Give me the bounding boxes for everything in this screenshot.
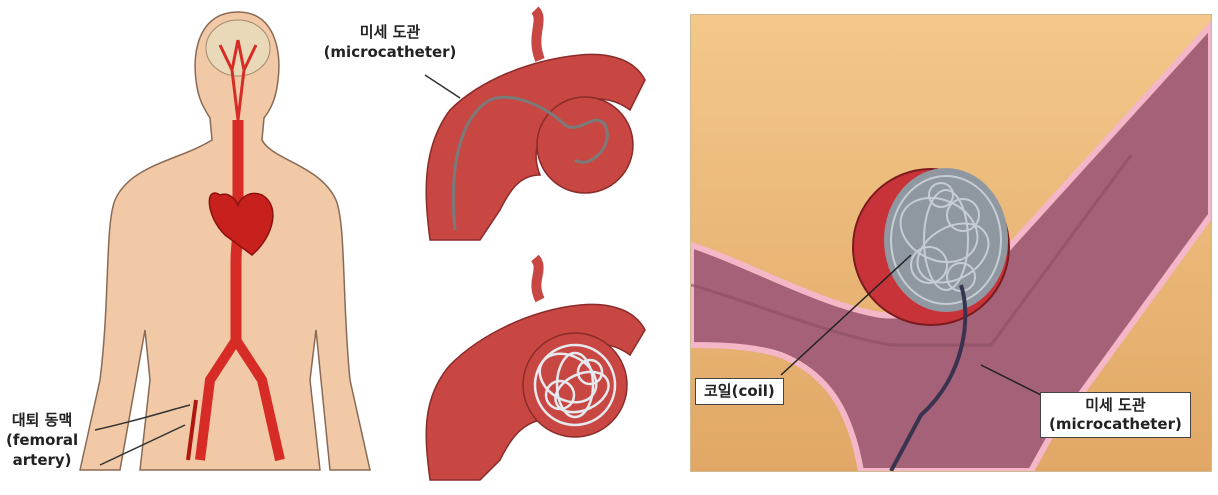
femoral-artery-label: 대퇴 동맥 (femoral artery) — [6, 410, 78, 470]
brain — [206, 20, 270, 76]
microcatheter-right-label-ko: 미세 도관 — [1049, 396, 1182, 415]
microcatheter-top-label-en: (microcatheter) — [300, 42, 480, 62]
aneurysm-sac-top — [537, 97, 633, 193]
microcatheter-right-label: 미세 도관 (microcatheter) — [1040, 392, 1191, 438]
microcatheter-top-label-ko: 미세 도관 — [300, 22, 480, 42]
femoral-artery-label-en1: (femoral — [6, 430, 78, 450]
aneurysm-sac-bottom — [523, 333, 627, 437]
coil-label-text: 코일(coil) — [704, 382, 775, 401]
femoral-artery-label-ko: 대퇴 동맥 — [6, 410, 78, 430]
branch-vessel-top — [535, 10, 540, 60]
branch-vessel-bottom — [535, 258, 540, 300]
aneurysm-illustrations — [400, 0, 660, 495]
microcatheter-right-label-en: (microcatheter) — [1049, 415, 1182, 434]
femoral-artery-label-en2: artery) — [6, 450, 78, 470]
aneurysm-procedure-panel — [400, 0, 660, 495]
microcatheter-pointer — [425, 75, 460, 98]
human-body-silhouette — [80, 12, 370, 470]
coil-label: 코일(coil) — [695, 378, 784, 405]
microcatheter-top-label: 미세 도관 (microcatheter) — [300, 22, 480, 62]
